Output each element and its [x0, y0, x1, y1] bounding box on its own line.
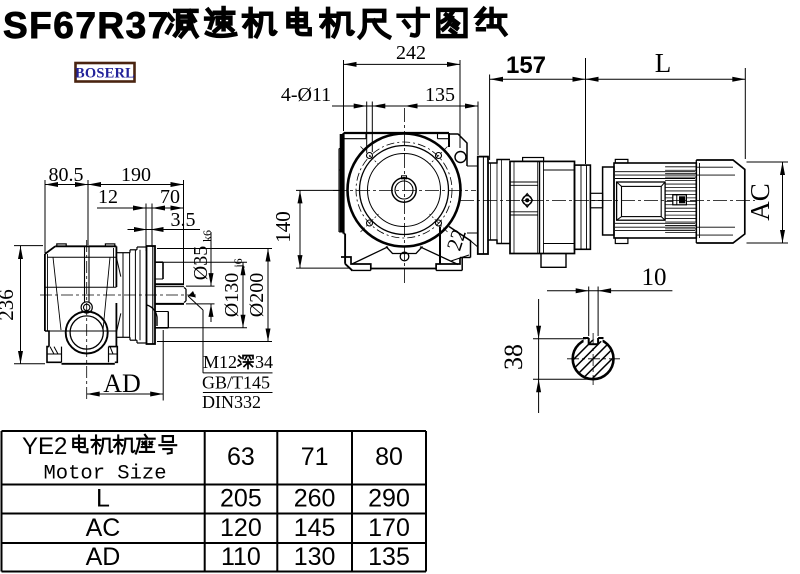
svg-text:290: 290: [368, 485, 410, 513]
svg-text:71: 71: [301, 443, 329, 471]
svg-text:190: 190: [121, 164, 151, 186]
svg-text:GB/T145: GB/T145: [202, 373, 270, 393]
svg-text:L: L: [655, 48, 672, 78]
svg-text:70: 70: [160, 186, 180, 208]
svg-text:Motor Size: Motor Size: [43, 463, 166, 486]
svg-text:34: 34: [255, 352, 273, 372]
svg-text:63: 63: [227, 443, 255, 471]
svg-text:38: 38: [499, 344, 528, 370]
svg-text:3.5: 3.5: [171, 209, 196, 231]
svg-text:Ø200: Ø200: [246, 273, 268, 317]
svg-text:236: 236: [0, 289, 18, 321]
svg-text:AD: AD: [103, 369, 141, 398]
svg-text:DIN332: DIN332: [202, 392, 261, 412]
svg-text:135: 135: [425, 84, 455, 106]
svg-text:140: 140: [271, 211, 295, 243]
svg-text:145: 145: [294, 514, 336, 542]
svg-text:242: 242: [396, 42, 426, 64]
svg-text:YE2: YE2: [22, 433, 67, 460]
svg-text:260: 260: [294, 485, 336, 513]
svg-text:Ø35: Ø35: [190, 246, 212, 280]
svg-text:AD: AD: [86, 543, 121, 571]
svg-text:BOSERL: BOSERL: [75, 66, 135, 82]
svg-text:AC: AC: [745, 183, 775, 221]
svg-text:Ø130: Ø130: [221, 273, 243, 317]
svg-text:L: L: [96, 485, 110, 513]
svg-text:10: 10: [642, 264, 667, 291]
svg-text:135: 135: [368, 543, 410, 571]
svg-text:120: 120: [220, 514, 262, 542]
svg-text:k6: k6: [200, 230, 214, 242]
svg-text:205: 205: [220, 485, 262, 513]
svg-text:157: 157: [506, 52, 546, 79]
svg-text:AC: AC: [86, 514, 121, 542]
svg-text:SF67R37: SF67R37: [3, 5, 170, 46]
svg-text:170: 170: [368, 514, 410, 542]
svg-text:M12: M12: [203, 352, 237, 372]
svg-text:130: 130: [294, 543, 336, 571]
svg-text:j6: j6: [231, 258, 245, 268]
svg-text:4-Ø11: 4-Ø11: [281, 84, 331, 106]
svg-text:80: 80: [375, 443, 403, 471]
svg-text:12: 12: [98, 186, 118, 208]
svg-text:80.5: 80.5: [49, 164, 84, 186]
svg-text:110: 110: [221, 543, 261, 571]
